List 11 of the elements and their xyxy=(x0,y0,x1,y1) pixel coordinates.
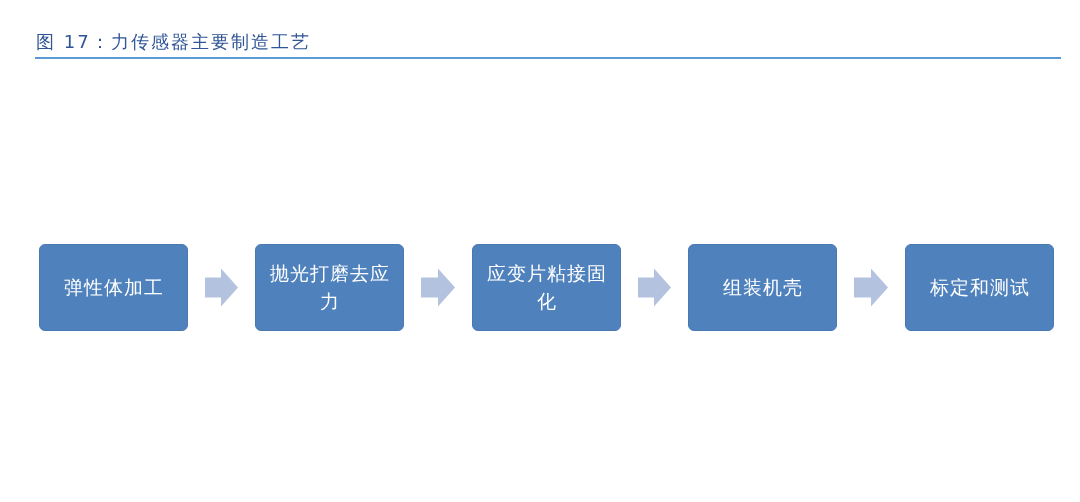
step-label: 抛光打磨去应力 xyxy=(268,260,391,314)
step-label: 标定和测试 xyxy=(929,274,1030,300)
process-box xyxy=(255,244,404,331)
step-label: 组装机壳 xyxy=(722,274,803,300)
figure-title: 图 17：力传感器主要制造工艺 xyxy=(36,30,311,54)
step-label: 应变片粘接固化 xyxy=(485,260,608,314)
process-box xyxy=(688,244,837,331)
process-box xyxy=(472,244,621,331)
step-label: 弹性体加工 xyxy=(63,274,164,300)
process-box xyxy=(905,244,1054,331)
process-box xyxy=(39,244,188,331)
